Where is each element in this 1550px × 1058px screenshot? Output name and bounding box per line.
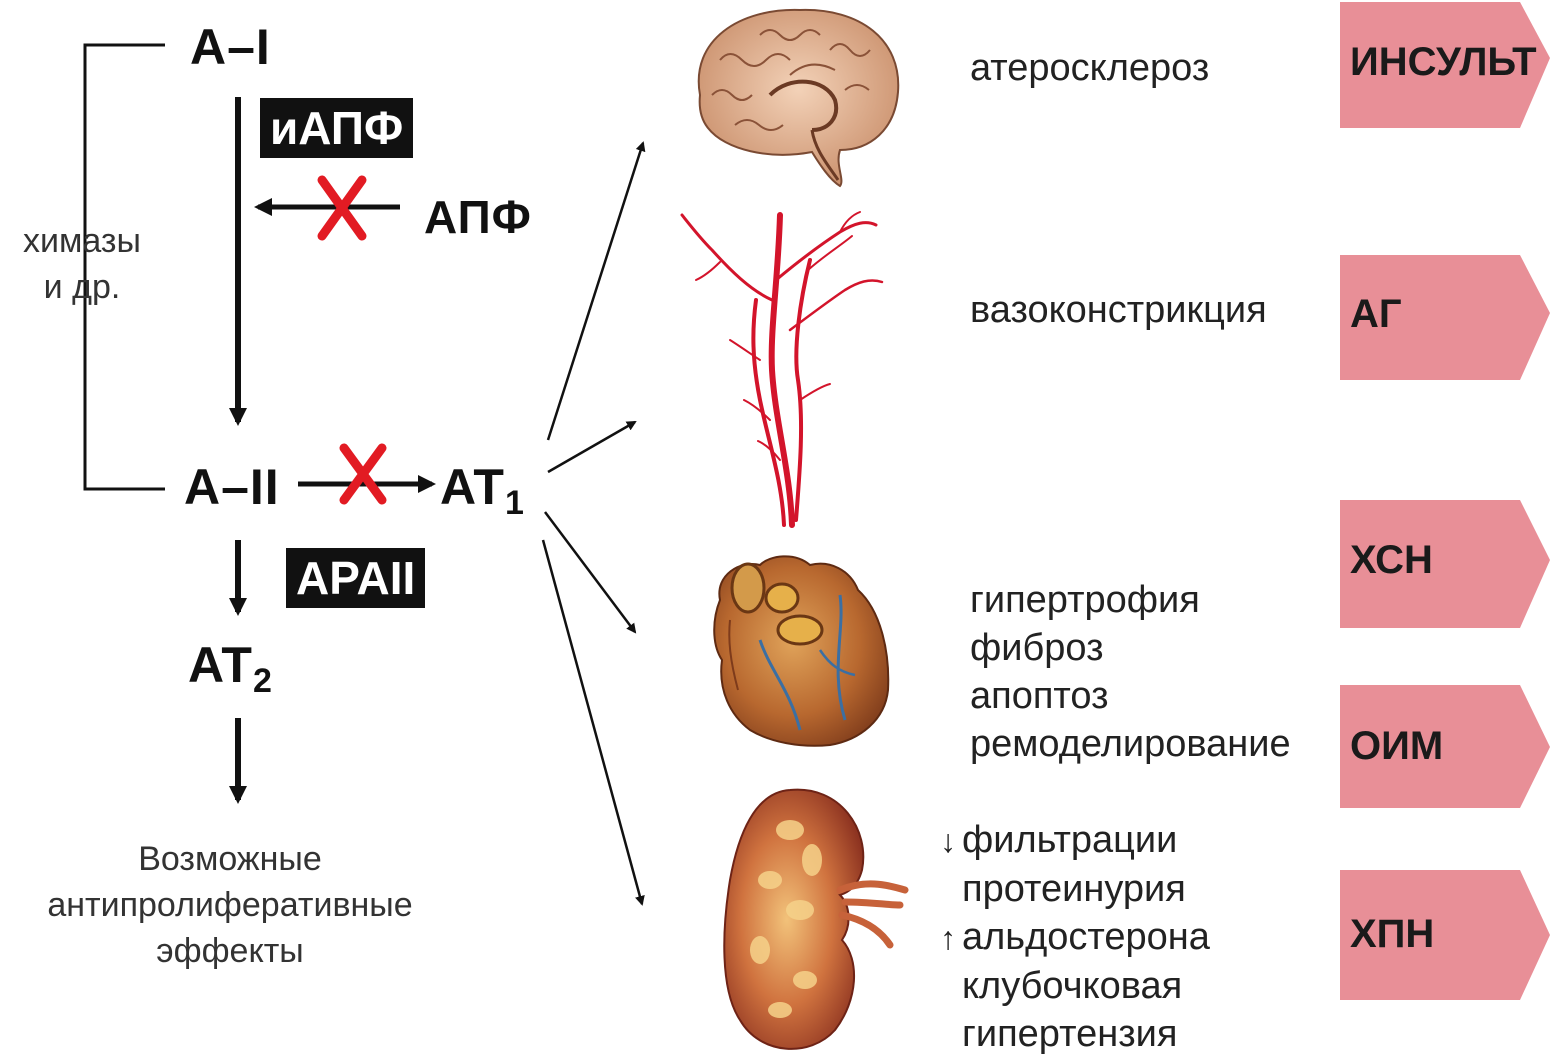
effect-atherosclerosis: атеросклероз (970, 44, 1209, 92)
outcome-chf: ХСН (1350, 538, 1433, 583)
arteries-illustration (682, 212, 882, 525)
label-chymase-line1: химазы (12, 218, 152, 264)
node-at2: AT2 (188, 636, 273, 701)
effect-kidney-item: гипертензия (934, 1010, 1210, 1058)
outcome-chevrons (1340, 2, 1550, 1000)
arrow-at1-vessels (548, 422, 635, 472)
effect-heart-item: фиброз (970, 624, 1291, 672)
effect-heart-item: апоптоз (970, 672, 1291, 720)
brain-illustration (699, 10, 899, 186)
antiprolif-line: антипролиферативные (20, 882, 440, 928)
effect-kidney-item: ↑альдостерона (934, 913, 1210, 962)
effect-kidney-text: гипертензия (962, 1013, 1177, 1055)
effect-heart-list: гипертрофия фиброз апоптоз ремоделирован… (970, 576, 1291, 768)
node-at2-text: AT (188, 637, 253, 693)
outcome-crf: ХПН (1350, 912, 1434, 957)
node-at2-sub: 2 (253, 662, 273, 700)
effect-kidney-text: альдостерона (962, 916, 1210, 958)
effect-kidney-text: протеинурия (962, 868, 1186, 910)
antiprolif-line: эффекты (20, 928, 440, 974)
effect-kidney-text: фильтрации (962, 819, 1177, 861)
label-arb: APAII (286, 548, 425, 608)
kidney-illustration (724, 790, 905, 1049)
label-ace: АПФ (424, 190, 532, 244)
up-arrow-icon: ↑ (934, 914, 962, 962)
effect-kidney-item: ↓фильтрации (934, 816, 1210, 865)
arrow-at1-heart (545, 512, 635, 632)
effect-kidney-list: ↓фильтрации протеинурия ↑альдостерона кл… (934, 816, 1210, 1058)
down-arrow-icon: ↓ (934, 817, 962, 865)
effect-heart-item: гипертрофия (970, 576, 1291, 624)
outcome-stroke: ИНСУЛЬТ (1350, 40, 1537, 85)
label-ace-inhibitor: иАПФ (260, 98, 413, 158)
node-at1: AT1 (440, 458, 525, 523)
heart-illustration (714, 556, 888, 745)
outcome-ami: ОИМ (1350, 724, 1443, 769)
antiprolif-line: Возможные (20, 836, 440, 882)
node-angiotensin-2: A–II (184, 458, 280, 516)
label-chymase-line2: и др. (12, 264, 152, 310)
node-at1-text: AT (440, 459, 505, 515)
arrow-at1-brain (548, 143, 643, 440)
node-angiotensin-1: A–I (190, 18, 271, 76)
outcome-hypertension: АГ (1350, 292, 1402, 337)
effect-kidney-text: клубочковая (962, 965, 1182, 1007)
arrow-at1-kidney (543, 540, 642, 904)
label-chymase: химазы и др. (12, 218, 152, 310)
label-antiproliferative-effects: Возможные антипролиферативные эффекты (20, 836, 440, 974)
node-at1-sub: 1 (505, 484, 525, 522)
effect-kidney-item: протеинурия (934, 865, 1210, 913)
effect-kidney-item: клубочковая (934, 962, 1210, 1010)
effect-vasoconstriction: вазоконстрикция (970, 286, 1267, 334)
block-x-icon (344, 448, 382, 500)
effect-heart-item: ремоделирование (970, 720, 1291, 768)
